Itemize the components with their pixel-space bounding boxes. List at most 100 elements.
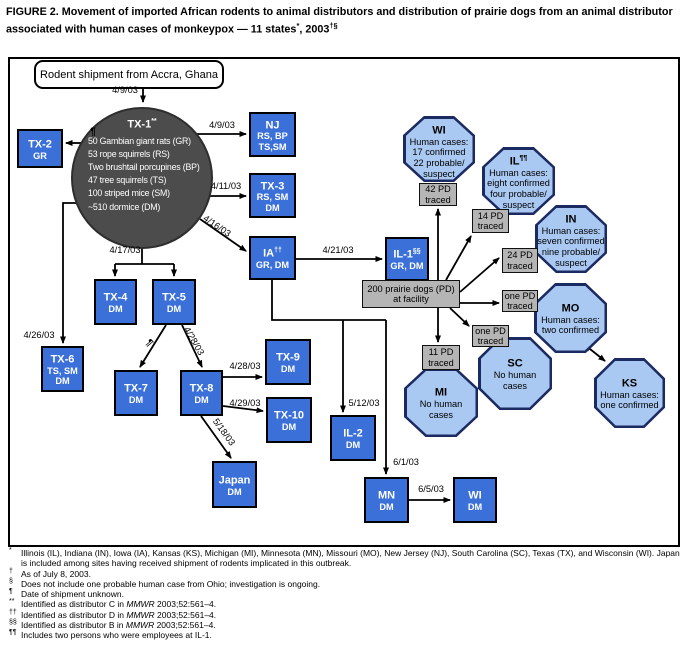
node-title-text: Japan [218, 474, 251, 487]
node-animals: DM [467, 502, 483, 513]
gray-box-42-pd-traced: 42 PD traced [419, 183, 457, 206]
arrow-tx8-tx10 [222, 405, 264, 414]
footnote-marker: * [9, 547, 12, 554]
node-title-text: NJ [265, 119, 280, 132]
node-title: TX-6 [51, 351, 75, 366]
node-title-text: TX-7 [124, 383, 148, 396]
line-ia-branch [271, 280, 386, 321]
node-animals: DM [194, 395, 209, 406]
footnote-text-italic: MMWR [125, 620, 155, 631]
node-title: TX-9 [276, 349, 300, 364]
footnote-text: 2003;52:561–4. [154, 609, 217, 620]
date-label: 4/9/03 [209, 120, 235, 130]
node-animals: GR [33, 150, 47, 161]
date-label: 5/12/03 [348, 398, 380, 408]
node-title: TX-4 [104, 289, 128, 304]
node-title-text: TX-1 [127, 118, 152, 131]
node-title: TX-3 [260, 178, 285, 193]
node-animals: GR, DM [255, 260, 290, 271]
node-tx1: TX-1** 50 Gambian giant rats (GR) 53 rop… [71, 107, 213, 249]
node-animals: RS, BP TS,SM [257, 131, 288, 152]
node-footnote-marker: ¶¶ [519, 155, 528, 162]
node-title: TX-1** [73, 118, 211, 131]
gray-box-11-pd-traced: 11 PD traced [422, 345, 460, 370]
octagon-cases: No human cases [493, 370, 537, 391]
figure-title-line2-text: associated with human cases of monkeypox… [6, 23, 297, 36]
node-title: IL-1§§ [393, 246, 420, 261]
figure-title-line1: FIGURE 2. Movement of imported African r… [6, 6, 673, 18]
octagon-fill [480, 339, 550, 408]
arrow-tx5-tx8 [181, 324, 203, 368]
footnote: ¶ Date of shipment unknown. [8, 588, 682, 600]
date-label: 4/26/03 [23, 330, 55, 340]
footnote-text: 2003;52:561–4. [154, 620, 216, 631]
node-ia: IA††GR, DM [249, 236, 296, 280]
node-animals: RS, SM DM [256, 192, 289, 213]
node-footnote-marker: †† [274, 247, 282, 255]
octagon-fill [536, 285, 605, 351]
node-title: TX-5 [162, 289, 186, 304]
footnote-text: Does not include one probable human case… [21, 578, 321, 589]
node-title: MI [435, 384, 447, 399]
arrow-tx1-ia [199, 218, 247, 252]
title-footnote-marker: †§ [329, 21, 338, 30]
footnote: *Illinois (IL), Indiana (IN), Iowa (IA),… [8, 547, 682, 569]
node-title: TX-8 [190, 380, 214, 395]
footnote-marker: ¶ [9, 588, 13, 596]
figure-title-line2: associated with human cases of monkeypox… [6, 19, 684, 37]
node-title-text: WI [468, 490, 482, 503]
footnote: †As of July 8, 2003. [8, 568, 682, 579]
date-label: 6/1/03 [393, 457, 419, 467]
footnote-text: Identified as distributor D in [21, 609, 127, 620]
footnote: §Does not include one probable human cas… [8, 578, 682, 589]
node-animals: TS, SM DM [47, 365, 78, 387]
node-title-text: WI [432, 124, 446, 137]
footnote-text: Date of shipment unknown. [21, 589, 125, 600]
date-label: 4/28/03 [229, 361, 261, 371]
node-animals: DM [166, 304, 182, 315]
node-title: MN [378, 487, 395, 502]
gray-box-label: 42 PD traced [425, 184, 451, 205]
node-animals: DM [108, 304, 123, 315]
arrow-tx5-tx7 [139, 324, 167, 368]
node-title: TX-7 [124, 380, 148, 395]
footnote-text: Includes two persons who were employees … [21, 630, 212, 641]
node-title-text: TX-8 [189, 383, 214, 396]
node-title-text: TX-3 [260, 180, 285, 193]
node-title-text: MO [561, 302, 580, 315]
node-source-shipment: Rodent shipment from Accra, Ghana [34, 60, 224, 89]
node-title-text: MN [377, 490, 396, 503]
footnote-text: Identified as distributor B in [21, 620, 126, 631]
date-label: 4/29/03 [229, 398, 261, 408]
octagon-fill [484, 149, 553, 213]
footnote: §§Identified as distributor B in MMWR 20… [8, 619, 682, 631]
octagon-fill [405, 118, 473, 180]
octagon-fill [406, 370, 476, 435]
node-title: MO [562, 300, 580, 315]
node-title-text: TX-2 [28, 138, 52, 151]
arrow-tx1-tx6 [60, 202, 78, 344]
node-title-text: IL-1 [393, 249, 413, 262]
gray-box-200-prairie-dogs: 200 prairie dogs (PD) at facility [362, 280, 460, 308]
node-title: WI [432, 122, 445, 137]
date-label: 4/21/03 [322, 245, 354, 255]
node-title: TX-10 [274, 407, 304, 422]
node-animals: DM [128, 395, 144, 406]
octagon-fill [596, 360, 663, 426]
octagon-cases: Human cases: two confirmed [541, 314, 600, 336]
gray-box-label: 24 PD traced [507, 250, 533, 271]
footnote-text: Identified as distributor C in [21, 599, 127, 610]
octagon-cases: Human cases: eight confirmed four probab… [487, 167, 550, 211]
arrow-pd200-pd1sc [449, 307, 470, 327]
date-label: 4/17/03 [109, 245, 141, 255]
